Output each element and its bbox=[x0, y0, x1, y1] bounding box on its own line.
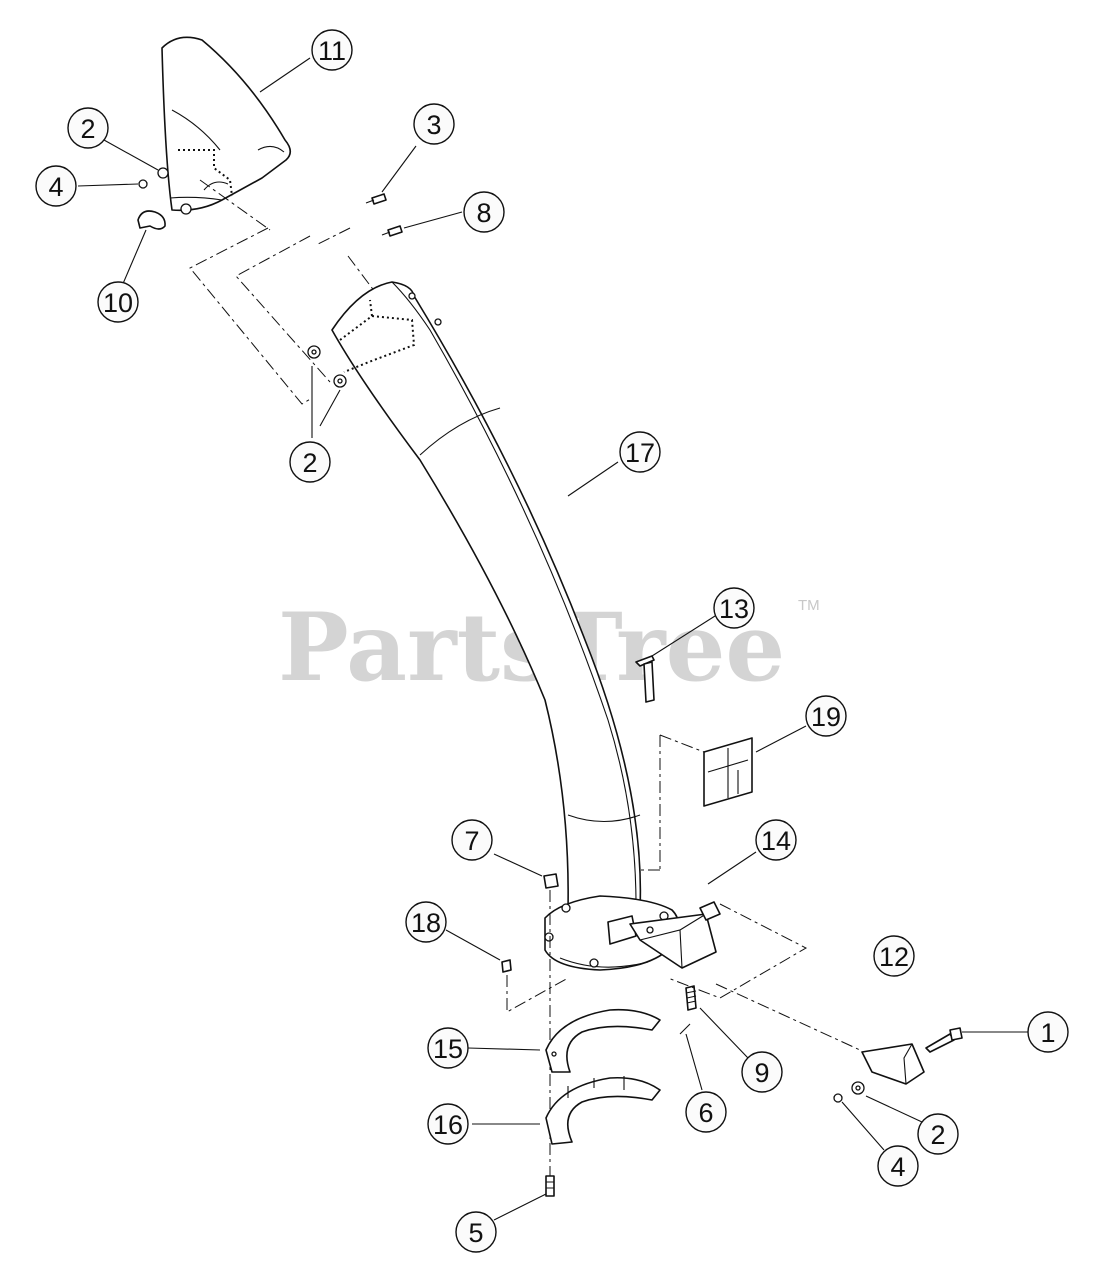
hood-fasteners bbox=[137, 167, 192, 230]
ring-part-15 bbox=[545, 1008, 661, 1073]
bolt-part-8 bbox=[381, 225, 403, 237]
decal-part-19 bbox=[640, 734, 753, 871]
callout-11-label: 11 bbox=[318, 36, 346, 66]
callout-18-label: 18 bbox=[411, 908, 441, 938]
callout-7[interactable]: 7 bbox=[451, 819, 493, 861]
callout-2-label: 2 bbox=[80, 114, 95, 144]
watermark-trademark: TM bbox=[798, 597, 820, 614]
callout-5[interactable]: 5 bbox=[455, 1211, 497, 1253]
lower-right-fasteners bbox=[833, 1081, 865, 1103]
callout-3-label: 3 bbox=[426, 110, 441, 140]
nut-part-7 bbox=[543, 873, 559, 889]
callout-10[interactable]: 10 bbox=[97, 281, 139, 323]
nut-part-18 bbox=[501, 959, 512, 973]
callout-2[interactable]: 2 bbox=[289, 441, 331, 483]
bolt-part-1 bbox=[925, 1027, 963, 1053]
callout-4-label: 4 bbox=[890, 1152, 905, 1182]
callout-12[interactable]: 12 bbox=[873, 935, 915, 977]
callout-19-label: 19 bbox=[811, 702, 841, 732]
leader-lines bbox=[77, 57, 1030, 1221]
callout-6[interactable]: 6 bbox=[685, 1091, 727, 1133]
callout-8-label: 8 bbox=[476, 198, 491, 228]
callout-18[interactable]: 18 bbox=[405, 901, 447, 943]
callout-4[interactable]: 4 bbox=[877, 1145, 919, 1187]
callout-1[interactable]: 1 bbox=[1027, 1011, 1069, 1053]
discharge-chute-part bbox=[331, 281, 642, 911]
callout-4[interactable]: 4 bbox=[35, 165, 77, 207]
callout-15-label: 15 bbox=[433, 1034, 463, 1064]
callout-17-label: 17 bbox=[625, 438, 655, 468]
callout-11[interactable]: 11 bbox=[311, 29, 353, 71]
callout-10-label: 10 bbox=[103, 288, 133, 318]
callout-17[interactable]: 17 bbox=[619, 431, 661, 473]
roller-part-14 bbox=[699, 901, 721, 921]
chute-base-flange bbox=[544, 895, 680, 971]
callout-7-label: 7 bbox=[464, 826, 479, 856]
bolt-part-3 bbox=[365, 193, 387, 205]
pin-part-13 bbox=[635, 655, 655, 703]
guide-bracket bbox=[861, 1043, 925, 1085]
callout-9-label: 9 bbox=[754, 1058, 769, 1088]
callout-2[interactable]: 2 bbox=[917, 1113, 959, 1155]
bolt-part-5 bbox=[545, 1175, 555, 1197]
callout-2[interactable]: 2 bbox=[67, 107, 109, 149]
callout-2-label: 2 bbox=[930, 1120, 945, 1150]
callout-16-label: 16 bbox=[433, 1110, 463, 1140]
callout-19[interactable]: 19 bbox=[805, 695, 847, 737]
callout-6-label: 6 bbox=[698, 1098, 713, 1128]
hood-assembly-lines bbox=[189, 179, 376, 405]
deflector-hood-part bbox=[161, 36, 292, 212]
callout-2-label: 2 bbox=[302, 448, 317, 478]
callout-1-label: 1 bbox=[1040, 1018, 1055, 1048]
callout-14[interactable]: 14 bbox=[755, 819, 797, 861]
callout-4-label: 4 bbox=[48, 172, 63, 202]
callout-9[interactable]: 9 bbox=[741, 1051, 783, 1093]
pin-part-6 bbox=[679, 1023, 691, 1035]
callout-5-label: 5 bbox=[468, 1218, 483, 1248]
callout-13-label: 13 bbox=[719, 594, 749, 624]
chute-washers bbox=[307, 345, 347, 388]
callout-14-label: 14 bbox=[761, 826, 791, 856]
callout-8[interactable]: 8 bbox=[463, 191, 505, 233]
callout-12-label: 12 bbox=[879, 942, 909, 972]
spring-part-9 bbox=[685, 985, 697, 1011]
callout-15[interactable]: 15 bbox=[427, 1027, 469, 1069]
callout-16[interactable]: 16 bbox=[427, 1103, 469, 1145]
callout-13[interactable]: 13 bbox=[713, 587, 755, 629]
ring-part-16 bbox=[545, 1076, 661, 1145]
bracket-part-12 bbox=[629, 913, 717, 969]
callout-3[interactable]: 3 bbox=[413, 103, 455, 145]
